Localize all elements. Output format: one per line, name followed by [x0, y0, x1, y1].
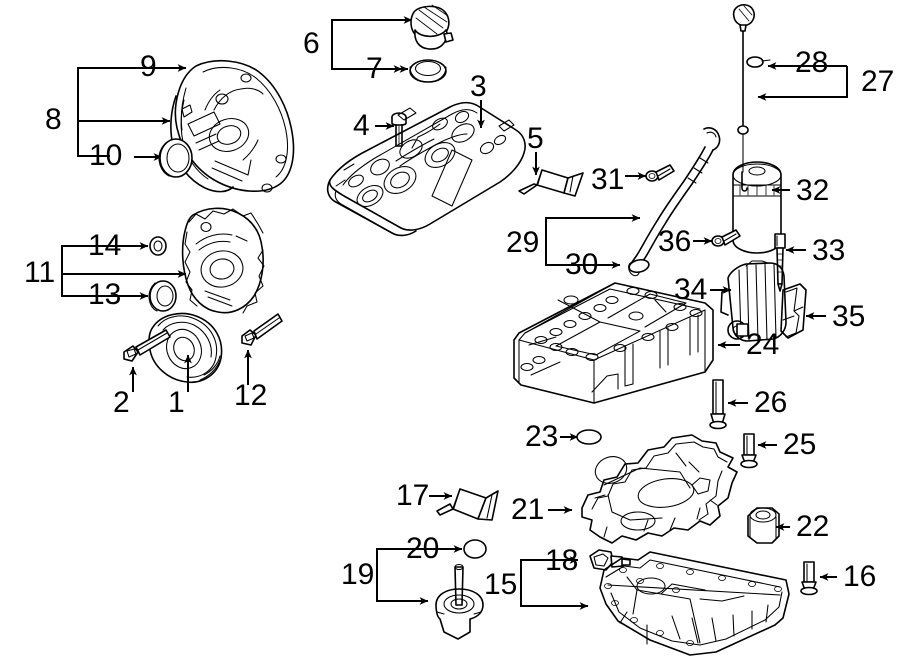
callout-label-15[interactable]: 15: [484, 568, 518, 601]
leader-7-branch: [331, 44, 403, 73]
callout-label-21[interactable]: 21: [511, 493, 545, 526]
dipstick-tube: [628, 127, 721, 277]
callout-label-7[interactable]: 7: [366, 52, 383, 85]
o-ring-pickup: [463, 539, 487, 559]
callout-label-29[interactable]: 29: [506, 226, 540, 259]
callout-label-14[interactable]: 14: [88, 229, 122, 262]
o-ring-oil-pan: [576, 429, 602, 445]
callout-label-1[interactable]: 1: [168, 386, 185, 419]
oil-filter: [732, 161, 782, 254]
oil-filler-cap-seal: [409, 59, 447, 83]
callout-label-2[interactable]: 2: [113, 386, 130, 419]
cooler-bolt: [711, 229, 741, 247]
callout-label-20[interactable]: 20: [406, 532, 440, 565]
callout-label-30[interactable]: 30: [565, 248, 599, 281]
leader-27: [757, 66, 848, 101]
callout-label-23[interactable]: 23: [525, 420, 559, 453]
upper-timing-cover: [170, 60, 295, 193]
short-bolt: [740, 433, 758, 469]
leader-19: [376, 576, 429, 605]
callout-label-6[interactable]: 6: [303, 27, 320, 60]
oil-pump-pickup: [435, 563, 484, 640]
callout-label-34[interactable]: 34: [674, 273, 708, 306]
leader-14-branch: [61, 245, 126, 274]
leader-30-branch: [545, 244, 600, 266]
leader-18: [520, 556, 579, 585]
sealant-tube-large: [436, 488, 499, 521]
callout-label-33[interactable]: 33: [812, 234, 846, 267]
callout-label-28[interactable]: 28: [795, 46, 829, 79]
drain-plug-nut: [747, 507, 780, 544]
callout-label-11[interactable]: 11: [24, 256, 56, 289]
cover-bolt: [241, 313, 283, 346]
front-crank-seal: [158, 138, 193, 178]
tube-o-ring: [628, 258, 650, 274]
dipstick-grommet: [746, 56, 771, 68]
callout-label-5[interactable]: 5: [527, 122, 544, 155]
tube-bolt: [645, 164, 675, 182]
callout-label-27[interactable]: 27: [861, 65, 895, 98]
callout-label-35[interactable]: 35: [832, 300, 866, 333]
callout-label-19[interactable]: 19: [341, 558, 375, 591]
bushing-small: [149, 236, 167, 256]
leader-10-branch: [77, 121, 110, 157]
callout-label-10[interactable]: 10: [89, 139, 123, 172]
oil-pressure-switch: [589, 549, 631, 571]
leader-29: [545, 214, 641, 244]
callout-label-4[interactable]: 4: [353, 109, 370, 142]
callout-label-13[interactable]: 13: [88, 278, 122, 311]
callout-label-31[interactable]: 31: [591, 163, 625, 196]
upper-oil-pan-baffle: [581, 434, 738, 544]
oil-filler-cap: [410, 4, 454, 50]
callout-label-32[interactable]: 32: [796, 174, 830, 207]
pulley-bolt: [123, 329, 171, 362]
leader-13-branch: [61, 274, 126, 297]
callout-label-3[interactable]: 3: [470, 70, 487, 103]
leader-6: [331, 16, 413, 44]
callout-label-24[interactable]: 24: [746, 328, 780, 361]
callout-label-16[interactable]: 16: [843, 560, 877, 593]
callout-label-18[interactable]: 18: [545, 544, 579, 577]
engine-oil-pan-upper: [513, 282, 714, 404]
leader-15: [520, 585, 589, 610]
callout-label-12[interactable]: 12: [234, 379, 268, 412]
lower-oil-pan: [599, 551, 790, 656]
oil-cooler-gasket: [780, 283, 807, 339]
lower-timing-cover: [181, 207, 265, 314]
crankshaft-pulley: [148, 312, 223, 383]
leader-lines: [61, 16, 848, 610]
callout-label-22[interactable]: 22: [796, 510, 830, 543]
valve-cover: [326, 101, 526, 237]
callout-label-26[interactable]: 26: [754, 386, 788, 419]
dipstick: [732, 4, 755, 192]
oil-cooler: [720, 260, 787, 342]
sealant-tube-small: [518, 169, 584, 197]
leader-20-branch: [376, 548, 443, 576]
seal-ring-lower: [148, 280, 177, 312]
callout-label-25[interactable]: 25: [783, 428, 817, 461]
leader-9-branch: [77, 64, 187, 121]
oil-pan-bolt: [800, 561, 818, 596]
callout-label-9[interactable]: 9: [140, 50, 157, 83]
long-bolt: [709, 379, 727, 430]
callout-label-8[interactable]: 8: [45, 103, 62, 136]
callout-label-36[interactable]: 36: [658, 225, 692, 258]
callout-label-17[interactable]: 17: [396, 479, 430, 512]
